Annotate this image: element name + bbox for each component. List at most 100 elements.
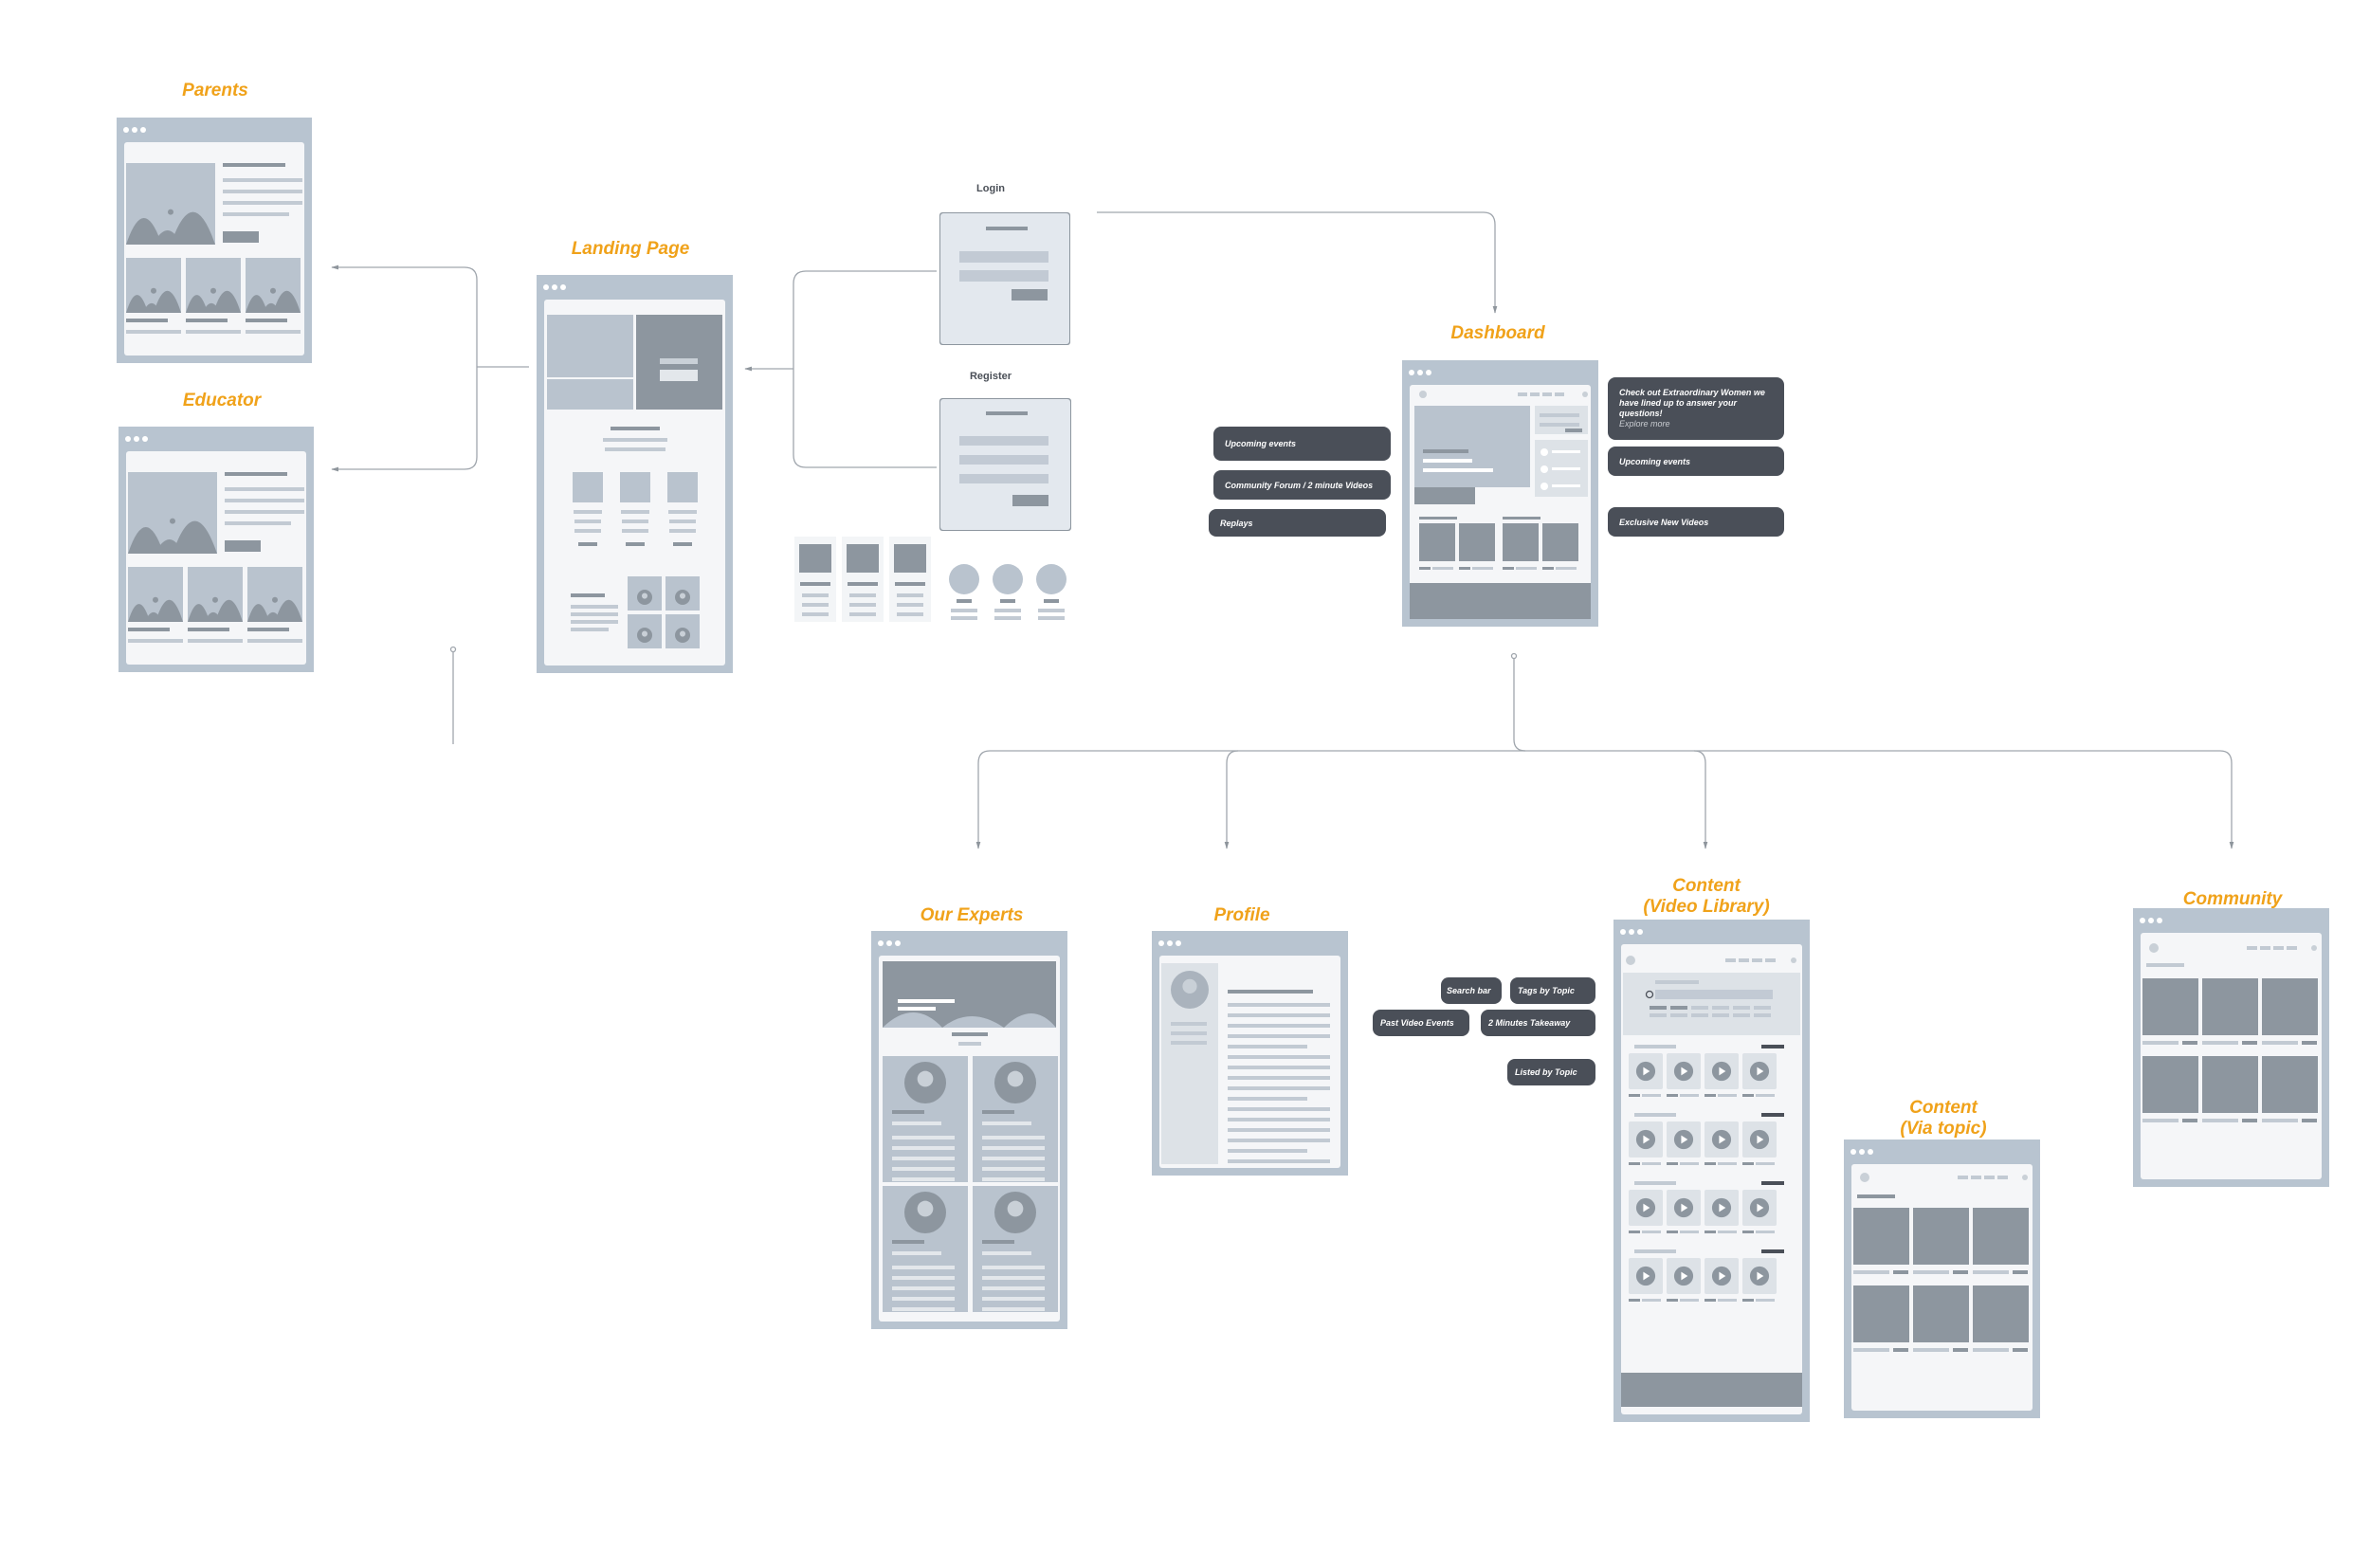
text-line bbox=[802, 603, 829, 607]
avatar-head-icon bbox=[679, 593, 686, 599]
title-content-via-topic: Content (Via topic) bbox=[1900, 1098, 1987, 1139]
mountain-icon bbox=[273, 290, 301, 313]
play-triangle-icon bbox=[1643, 1271, 1650, 1281]
mountain-icon bbox=[126, 295, 149, 313]
text-line bbox=[1171, 1022, 1207, 1026]
text-line bbox=[1718, 1231, 1737, 1233]
menu-icon bbox=[2311, 945, 2317, 951]
text-line bbox=[1691, 1006, 1708, 1010]
text-line bbox=[802, 593, 829, 597]
text-line bbox=[2146, 963, 2184, 967]
hero-image bbox=[547, 379, 633, 410]
text-line bbox=[1556, 567, 1577, 570]
text-line bbox=[660, 358, 698, 364]
text-line bbox=[982, 1276, 1045, 1280]
modal-login bbox=[939, 212, 1070, 345]
community-thumbnail bbox=[2142, 1056, 2198, 1113]
window-dot-icon bbox=[1426, 370, 1431, 375]
input-field bbox=[959, 436, 1048, 446]
sun-icon bbox=[210, 287, 216, 294]
text-line bbox=[986, 227, 1028, 230]
text-line bbox=[897, 603, 923, 607]
text-line bbox=[1742, 1094, 1754, 1097]
sun-icon bbox=[272, 596, 278, 603]
text-line bbox=[1432, 567, 1453, 570]
text-line bbox=[892, 1110, 924, 1114]
text-line bbox=[892, 1146, 955, 1150]
text-line bbox=[223, 201, 302, 205]
text-line bbox=[2013, 1270, 2028, 1274]
text-line bbox=[1705, 1094, 1716, 1097]
play-triangle-icon bbox=[1719, 1203, 1726, 1212]
callout-past-video-events: Past Video Events bbox=[1373, 1010, 1469, 1036]
text-line bbox=[982, 1157, 1045, 1160]
nav-link bbox=[1739, 958, 1749, 962]
button-placeholder bbox=[223, 231, 259, 243]
play-triangle-icon bbox=[1719, 1067, 1726, 1076]
avatar-head-icon bbox=[679, 630, 686, 637]
connector-login-to-dashboard bbox=[1097, 211, 1498, 314]
flow-connectors bbox=[331, 211, 2234, 849]
text-line bbox=[1228, 1128, 1330, 1132]
feature-icon bbox=[667, 472, 698, 502]
text-line bbox=[2182, 1119, 2197, 1122]
topic-thumbnail bbox=[1973, 1285, 2029, 1342]
text-line bbox=[1756, 1162, 1775, 1165]
title-content-video-library: Content (Video Library) bbox=[1643, 876, 1770, 917]
frame-profile bbox=[1152, 931, 1348, 1176]
search-input bbox=[1655, 990, 1773, 999]
nav-link bbox=[1971, 1176, 1981, 1179]
input-field bbox=[959, 455, 1048, 465]
mountain-icon bbox=[173, 520, 217, 554]
logo-icon bbox=[1860, 1173, 1869, 1182]
mountain-icon bbox=[246, 295, 268, 313]
text-line bbox=[951, 609, 977, 612]
logo-icon bbox=[2149, 943, 2159, 953]
nav-link bbox=[1997, 1176, 2008, 1179]
text-line bbox=[223, 190, 302, 193]
avatar-icon bbox=[1036, 564, 1066, 594]
text-line bbox=[1228, 1003, 1330, 1007]
text-line bbox=[1670, 1006, 1687, 1010]
window-dot-icon bbox=[1409, 370, 1414, 375]
text-line bbox=[1228, 1045, 1307, 1048]
nav-link bbox=[2260, 946, 2270, 950]
window-dot-icon bbox=[125, 436, 131, 442]
text-line bbox=[668, 510, 697, 514]
connector-to-profile bbox=[1224, 750, 1239, 849]
frame-community bbox=[2133, 908, 2329, 1187]
text-line bbox=[1973, 1348, 2009, 1352]
text-line bbox=[957, 599, 972, 603]
text-line bbox=[1853, 1348, 1889, 1352]
text-line bbox=[1419, 567, 1431, 570]
nav-link bbox=[1752, 958, 1762, 962]
text-line bbox=[622, 520, 648, 523]
text-line bbox=[892, 1286, 955, 1290]
mountain-icon bbox=[262, 302, 280, 313]
video-thumbnail bbox=[1542, 523, 1578, 561]
text-line bbox=[578, 542, 597, 546]
window-dot-icon bbox=[1629, 929, 1634, 935]
text-line bbox=[1913, 1348, 1949, 1352]
text-line bbox=[1857, 1194, 1895, 1198]
text-line bbox=[1712, 1006, 1729, 1010]
text-line bbox=[1642, 1162, 1661, 1165]
text-line bbox=[621, 510, 649, 514]
text-line bbox=[126, 319, 168, 322]
nav-link bbox=[1542, 392, 1552, 396]
see-all-link bbox=[1761, 1113, 1784, 1117]
text-line bbox=[1893, 1348, 1908, 1352]
mountain-icon bbox=[247, 604, 270, 622]
text-line bbox=[1853, 1270, 1889, 1274]
mountain-icon bbox=[128, 604, 151, 622]
text-line bbox=[1228, 1013, 1330, 1017]
title-community: Community bbox=[2182, 889, 2283, 909]
text-line bbox=[1419, 517, 1457, 520]
text-line bbox=[1228, 1149, 1307, 1153]
text-line bbox=[1650, 1006, 1667, 1010]
text-line bbox=[574, 510, 602, 514]
submit-button bbox=[1012, 495, 1048, 506]
text-line bbox=[1552, 467, 1580, 470]
text-line bbox=[892, 1136, 955, 1140]
nav-link bbox=[1984, 1176, 1995, 1179]
